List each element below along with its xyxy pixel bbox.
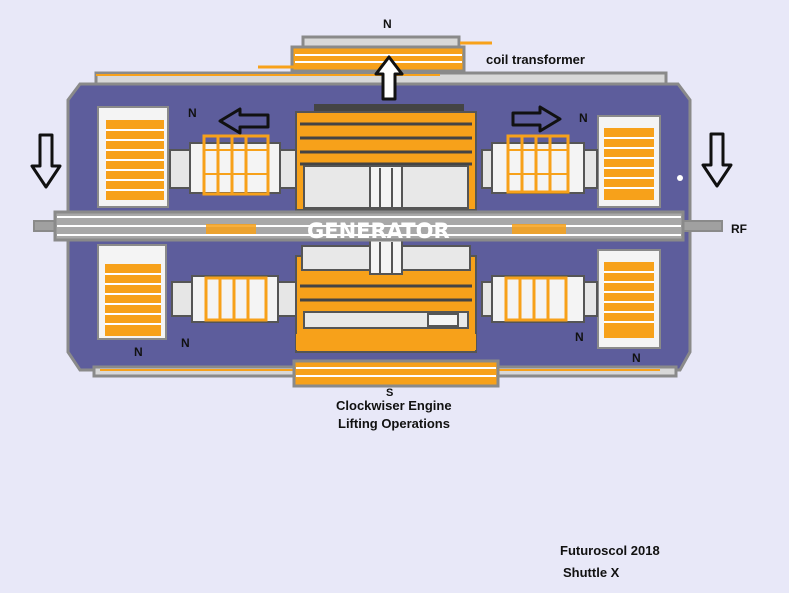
arrow-down-icon — [701, 132, 733, 188]
pole-label-top: N — [383, 17, 392, 31]
coil-box-upper-left — [97, 106, 169, 208]
pole-label-upper-right: N — [579, 111, 588, 125]
top-coil-transformer — [258, 35, 492, 73]
credit-line-2: Shuttle X — [563, 565, 620, 580]
generator-core-upper — [295, 104, 477, 211]
pole-label-bottom: S — [386, 387, 393, 399]
generator-core-lower — [295, 239, 477, 353]
coil-box-lower-right — [597, 249, 661, 349]
pole-label-lower-right-b: N — [632, 351, 641, 365]
coil-box-lower-left — [97, 244, 167, 340]
coil-box-upper-right — [597, 115, 661, 208]
generator-shaft — [33, 210, 723, 242]
arrow-right-icon — [511, 105, 562, 133]
caption-line-2: Lifting Operations — [338, 416, 450, 431]
arrow-up-icon — [374, 55, 404, 101]
shaft-coupling-upper-left — [169, 134, 301, 196]
pole-label-upper-left: N — [188, 106, 197, 120]
caption-line-1: Clockwiser Engine — [336, 398, 452, 413]
arrow-down-icon — [30, 133, 62, 189]
arrow-left-icon — [218, 107, 270, 135]
credit-line-1: Futuroscol 2018 — [560, 543, 660, 558]
pole-label-lower-right-a: N — [575, 330, 584, 344]
pole-label-lower-left-a: N — [134, 345, 143, 359]
shaft-coupling-lower-left — [171, 275, 299, 323]
housing-dot — [677, 175, 683, 181]
bottom-s-block — [292, 359, 500, 388]
coil-transformer-label: coil transformer — [486, 52, 585, 67]
generator-label: GENERATOR — [307, 219, 450, 243]
pole-label-lower-left-b: N — [181, 336, 190, 350]
shaft-coupling-lower-right — [481, 275, 598, 323]
rf-label: RF — [731, 222, 747, 236]
shaft-coupling-upper-right — [481, 134, 598, 194]
